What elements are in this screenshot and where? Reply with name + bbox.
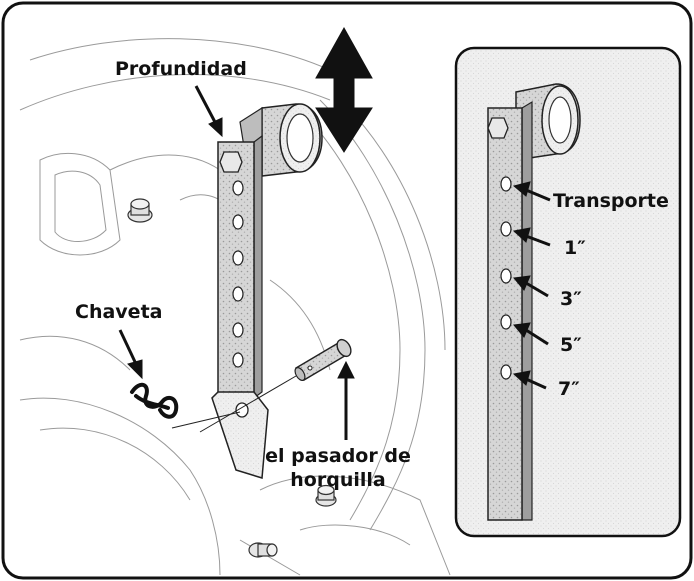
bolt-lower-middle [315, 484, 337, 507]
clevis-pin-icon [294, 338, 352, 381]
hairpin-cotter-pin-icon [130, 382, 179, 419]
label-position-3: 3″ [560, 288, 582, 310]
hairpin-alignment-line [171, 411, 241, 429]
label-position-5: 5″ [560, 334, 582, 356]
bolt-upper-left [127, 198, 153, 223]
label-position-1: 1″ [564, 237, 586, 259]
bolt-bottom [248, 542, 278, 558]
depth-double-arrow-icon [315, 26, 373, 153]
label-position-7: 7″ [558, 378, 580, 400]
pin-alignment-line [199, 375, 297, 433]
label-pasador-de-horquilla: el pasador de horquilla [263, 445, 413, 493]
label-pasador-line1: el pasador de [265, 445, 411, 467]
label-transporte: Transporte [553, 190, 669, 212]
inset-depth-bar [487, 83, 581, 521]
label-chaveta: Chaveta [75, 301, 163, 323]
leader-arrows-inset [512, 181, 551, 390]
label-profundidad: Profundidad [115, 58, 247, 80]
depth-bar [211, 103, 323, 479]
label-pasador-line2: horquilla [290, 468, 386, 491]
leader-arrows-main [118, 85, 355, 440]
